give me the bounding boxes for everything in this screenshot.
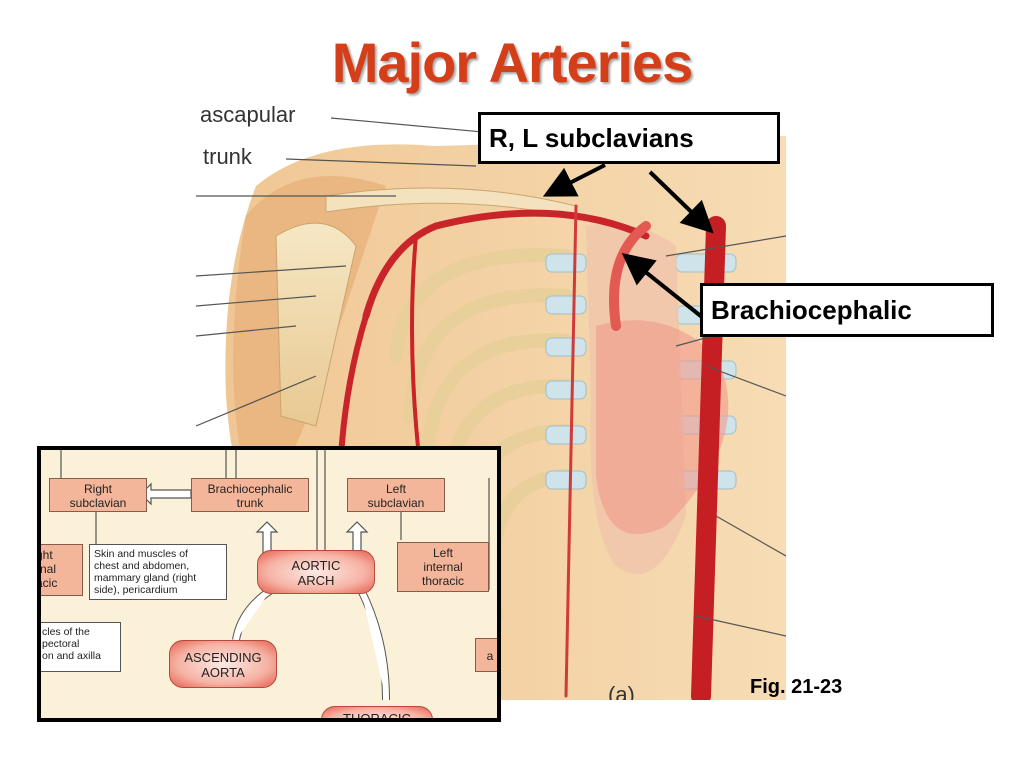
flowchart-inset: Right subclavian Brachiocephalic trunk L…: [37, 446, 501, 722]
callout-subclavians: R, L subclavians: [478, 112, 780, 164]
callout-brachiocephalic: Brachiocephalic: [700, 283, 994, 337]
humerus-bone: [275, 222, 357, 427]
flowchart-connectors: [60, 450, 490, 701]
note-pectoral: cles of the pectoral on and axilla: [41, 622, 121, 672]
box-right-subclavian: Right subclavian: [49, 478, 147, 512]
label-trunk: l trunk: [196, 144, 253, 169]
arrow-brachiocephalic: [621, 253, 714, 327]
box-left-internal-thoracic: Left internal thoracic: [397, 542, 489, 592]
arrow-left-subclavian: [542, 163, 606, 197]
arrow-right-subclavian: [648, 170, 714, 234]
box-brachiocephalic-trunk: Brachiocephalic trunk: [191, 478, 309, 512]
box-aortic-arch: AORTIC ARCH: [257, 550, 375, 594]
box-left-subclavian: Left subclavian: [347, 478, 445, 512]
label-panel: (a): [608, 682, 635, 700]
box-right-internal-thoracic: ght rnal acic: [41, 544, 83, 596]
slide-title: Major Arteries: [331, 31, 694, 94]
label-suprascapular: ascapular: [200, 102, 295, 127]
box-edge: a: [475, 638, 497, 672]
heart-shape: [596, 320, 729, 535]
box-thoracic: THORACIC: [321, 706, 433, 718]
figure-label: Fig. 21-23: [750, 676, 843, 698]
box-ascending-aorta: ASCENDING AORTA: [169, 640, 277, 688]
note-skin-muscles: Skin and muscles of chest and abdomen, m…: [89, 544, 227, 600]
